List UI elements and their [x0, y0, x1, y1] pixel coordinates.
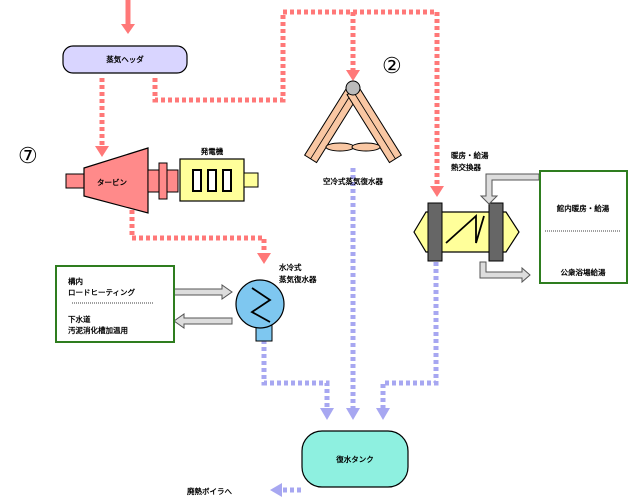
right-heat-users-box: 館内暖房・給湯 公衆浴場給湯: [539, 170, 628, 284]
watercond-to-tank-line: [261, 340, 330, 410]
to-boiler-label: 廃熱ボイラへ: [187, 486, 232, 496]
tank-inlet-right-arrowhead: [376, 408, 390, 420]
right-box-label-1: 館内暖房・給湯: [556, 203, 610, 213]
hx-label-line2: 熱交換器: [451, 162, 481, 172]
generator-label: 発電機: [200, 146, 224, 156]
steam-header-label: 蒸気ヘッダ: [106, 54, 144, 64]
hx-to-tank-line: [380, 262, 439, 410]
steam-in-arrowhead: [121, 24, 135, 34]
left-box-label-1b: ロードヒーティング: [68, 287, 136, 297]
to-boiler-arrowhead: [270, 483, 282, 497]
hx-label-line1: 暖房・給湯: [451, 150, 489, 160]
turbine-inlet-arrowhead: [95, 146, 109, 157]
hx-inlet-arrowhead: [430, 186, 444, 197]
aircond-inlet-arrowhead: [346, 70, 360, 81]
tank-inlet-left-arrowhead: [320, 408, 334, 420]
marker-7: ⑦: [18, 144, 38, 169]
condensate-tank: 復水タンク: [301, 430, 409, 488]
watercond-hot-water-arrows: [173, 284, 233, 329]
left-box-label-2b: 汚泥消化槽加温用: [68, 325, 128, 335]
turbine-to-watercond-line: [129, 210, 267, 255]
steam-lines: [99, 0, 440, 255]
air-condenser-label: 空冷式蒸気復水器: [323, 176, 383, 186]
watercond-label-line1: 水冷式: [279, 262, 302, 272]
hx-supply-arrows: [479, 173, 540, 284]
left-box-label-2a: 下水道: [68, 314, 91, 324]
right-box-label-2: 公衆浴場給湯: [561, 267, 606, 277]
marker-2: ②: [382, 54, 402, 79]
condensate-lines: [261, 168, 439, 493]
turbine-label: タービン: [97, 177, 127, 187]
heat-exchanger: 暖房・給湯 熱交換器: [413, 150, 520, 262]
turbine: タービン: [65, 147, 179, 214]
tank-inlet-mid-arrowhead: [346, 408, 360, 420]
air-cooled-condenser: 空冷式蒸気復水器: [303, 80, 403, 186]
left-heat-users-box: 構内 ロードヒーティング 下水道 汚泥消化槽加温用: [55, 265, 175, 343]
generator: 発電機: [179, 146, 259, 202]
water-cooled-condenser: 水冷式 蒸気復水器: [235, 262, 317, 342]
watercond-label-line2: 蒸気復水器: [279, 274, 317, 284]
steam-header: 蒸気ヘッダ: [62, 45, 188, 74]
watercond-inlet-arrowhead: [257, 253, 271, 264]
tank-label: 復水タンク: [335, 454, 374, 464]
header-to-condenser-line: [152, 9, 440, 188]
left-box-label-1a: 構内: [68, 276, 83, 286]
